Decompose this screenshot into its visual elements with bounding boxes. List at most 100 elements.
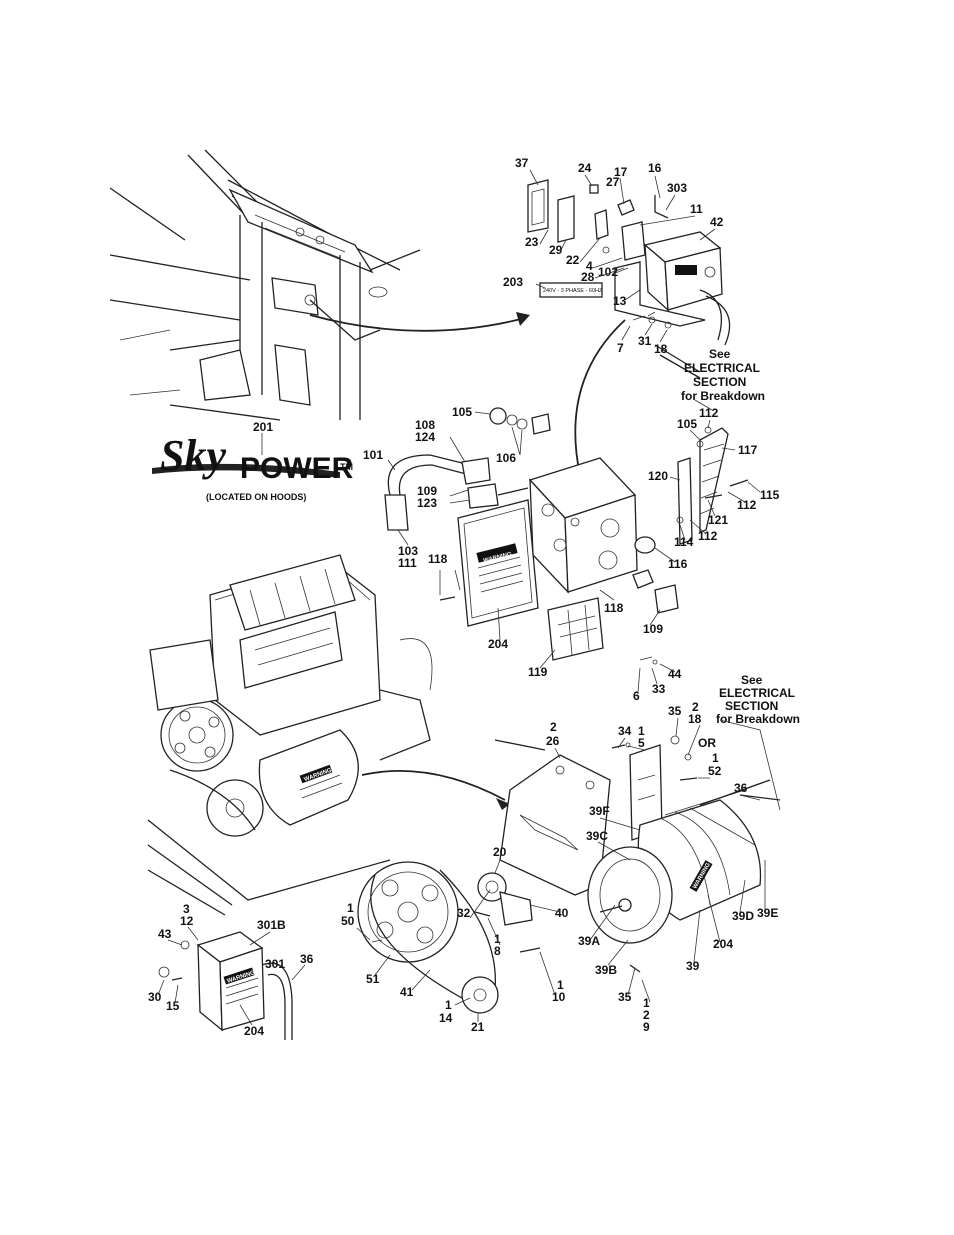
- callout-22: 22: [566, 253, 580, 267]
- callout-30: 30: [148, 990, 162, 1004]
- callout-123: 123: [417, 496, 437, 510]
- logo-sky-text: Sky: [160, 431, 226, 480]
- callout-10: 10: [552, 990, 566, 1004]
- callout-102: 102: [598, 265, 618, 279]
- callout-29: 29: [549, 243, 563, 257]
- callout-36-b: 36: [300, 952, 314, 966]
- note-breakdown-b: for Breakdown: [716, 712, 800, 726]
- callout-7: 7: [617, 341, 624, 355]
- callout-34: 34: [618, 724, 632, 738]
- callout-9: 9: [643, 1020, 650, 1034]
- callout-28: 28: [581, 270, 595, 284]
- note-breakdown-a: for Breakdown: [681, 389, 765, 403]
- callout-204-c: 204: [244, 1024, 264, 1038]
- callout-42: 42: [710, 215, 724, 229]
- callout-1-e: 1: [445, 998, 452, 1012]
- callout-105-a: 105: [452, 405, 472, 419]
- callout-301: 301: [265, 957, 285, 971]
- callout-101: 101: [363, 448, 383, 462]
- callout-111: 111: [398, 556, 417, 570]
- callout-8: 8: [494, 944, 501, 958]
- callout-120: 120: [648, 469, 668, 483]
- callout-52: 52: [708, 764, 722, 778]
- callout-4: 4: [586, 259, 593, 273]
- callout-39C: 39C: [586, 829, 608, 843]
- callout-21: 21: [471, 1020, 485, 1034]
- logo-tm-text: TM: [340, 462, 353, 472]
- callout-119: 119: [528, 665, 548, 679]
- callout-124: 124: [415, 430, 435, 444]
- callout-24: 24: [578, 161, 592, 175]
- callout-108: 108: [415, 418, 435, 432]
- logo-power-text: POWER: [240, 452, 354, 485]
- note-electrical-b: ELECTRICAL: [719, 686, 795, 700]
- control-box-exploded: 240V - 3 PHASE - 60HZ: [527, 179, 731, 379]
- callout-41: 41: [400, 985, 414, 999]
- callout-33: 33: [652, 682, 666, 696]
- callout-105-b: 105: [677, 417, 697, 431]
- callout-35-a: 35: [668, 704, 682, 718]
- callout-1-f: 1: [557, 978, 564, 992]
- callout-3: 3: [183, 902, 190, 916]
- callout-39F: 39F: [589, 804, 610, 818]
- callout-5: 5: [638, 736, 645, 750]
- callout-1-a: 1: [638, 724, 645, 738]
- notes: See ELECTRICAL SECTION for Breakdown See…: [681, 347, 800, 750]
- callout-109-a: 109: [417, 484, 437, 498]
- callout-39D: 39D: [732, 909, 754, 923]
- callout-103: 103: [398, 544, 418, 558]
- nameplate-203-text: 240V - 3 PHASE - 60HZ: [543, 288, 603, 294]
- callout-117: 117: [738, 443, 758, 457]
- callout-115: 115: [760, 488, 780, 502]
- engine-context-art: WARNING: [147, 554, 433, 916]
- callout-36-a: 36: [734, 781, 748, 795]
- callout-204-b: 204: [713, 937, 733, 951]
- callout-40: 40: [555, 906, 569, 920]
- callout-arrow-lower: [361, 770, 506, 801]
- callout-16: 16: [648, 161, 662, 175]
- callout-37: 37: [515, 156, 529, 170]
- callout-39A: 39A: [578, 934, 600, 948]
- callout-32: 32: [457, 906, 471, 920]
- callout-112-b: 112: [737, 498, 757, 512]
- callout-51: 51: [366, 972, 380, 986]
- note-see-b: See: [741, 673, 763, 687]
- callout-18-b: 18: [688, 712, 702, 726]
- callout-112-a: 112: [699, 406, 719, 420]
- callout-301B: 301B: [257, 918, 286, 932]
- skypower-logo: Sky POWER TM (LOCATED ON HOODS): [152, 431, 354, 502]
- callout-13: 13: [613, 294, 627, 308]
- note-section-b: SECTION: [725, 699, 778, 713]
- callout-18-a: 18: [654, 342, 668, 356]
- leader-lines: [157, 169, 781, 1026]
- callout-43: 43: [158, 927, 172, 941]
- logo-located-text: (LOCATED ON HOODS): [206, 492, 306, 502]
- callout-15: 15: [166, 999, 180, 1013]
- note-electrical-a: ELECTRICAL: [684, 361, 760, 375]
- callout-6: 6: [633, 689, 640, 703]
- callout-26: 26: [546, 734, 560, 748]
- callout-114: 114: [674, 535, 694, 549]
- note-see-a: See: [709, 347, 731, 361]
- junction-box-exploded: WARNING: [384, 407, 749, 665]
- callout-labels: 37 24 17 16 27 303 11 42 23 29 22 4 28 1…: [148, 156, 780, 1038]
- callout-17: 17: [614, 165, 628, 179]
- callout-1-g: 1: [643, 996, 650, 1010]
- callout-118-b: 118: [604, 601, 624, 615]
- callout-arrow-top: [309, 314, 526, 332]
- callout-14: 14: [439, 1011, 453, 1025]
- callout-121: 121: [708, 513, 728, 527]
- callout-11: 11: [690, 202, 703, 216]
- callout-23: 23: [525, 235, 539, 249]
- callout-50: 50: [341, 914, 355, 928]
- callout-303: 303: [667, 181, 687, 195]
- callout-2-b: 2: [692, 700, 699, 714]
- control-box-small-exploded: WARNING: [158, 931, 293, 1040]
- callout-1-b: 1: [712, 751, 719, 765]
- callout-arrow-middle: [574, 319, 626, 476]
- callout-109-b: 109: [643, 622, 663, 636]
- callout-35-b: 35: [618, 990, 632, 1004]
- platform-context-art: [109, 149, 421, 421]
- note-section-a: SECTION: [693, 375, 746, 389]
